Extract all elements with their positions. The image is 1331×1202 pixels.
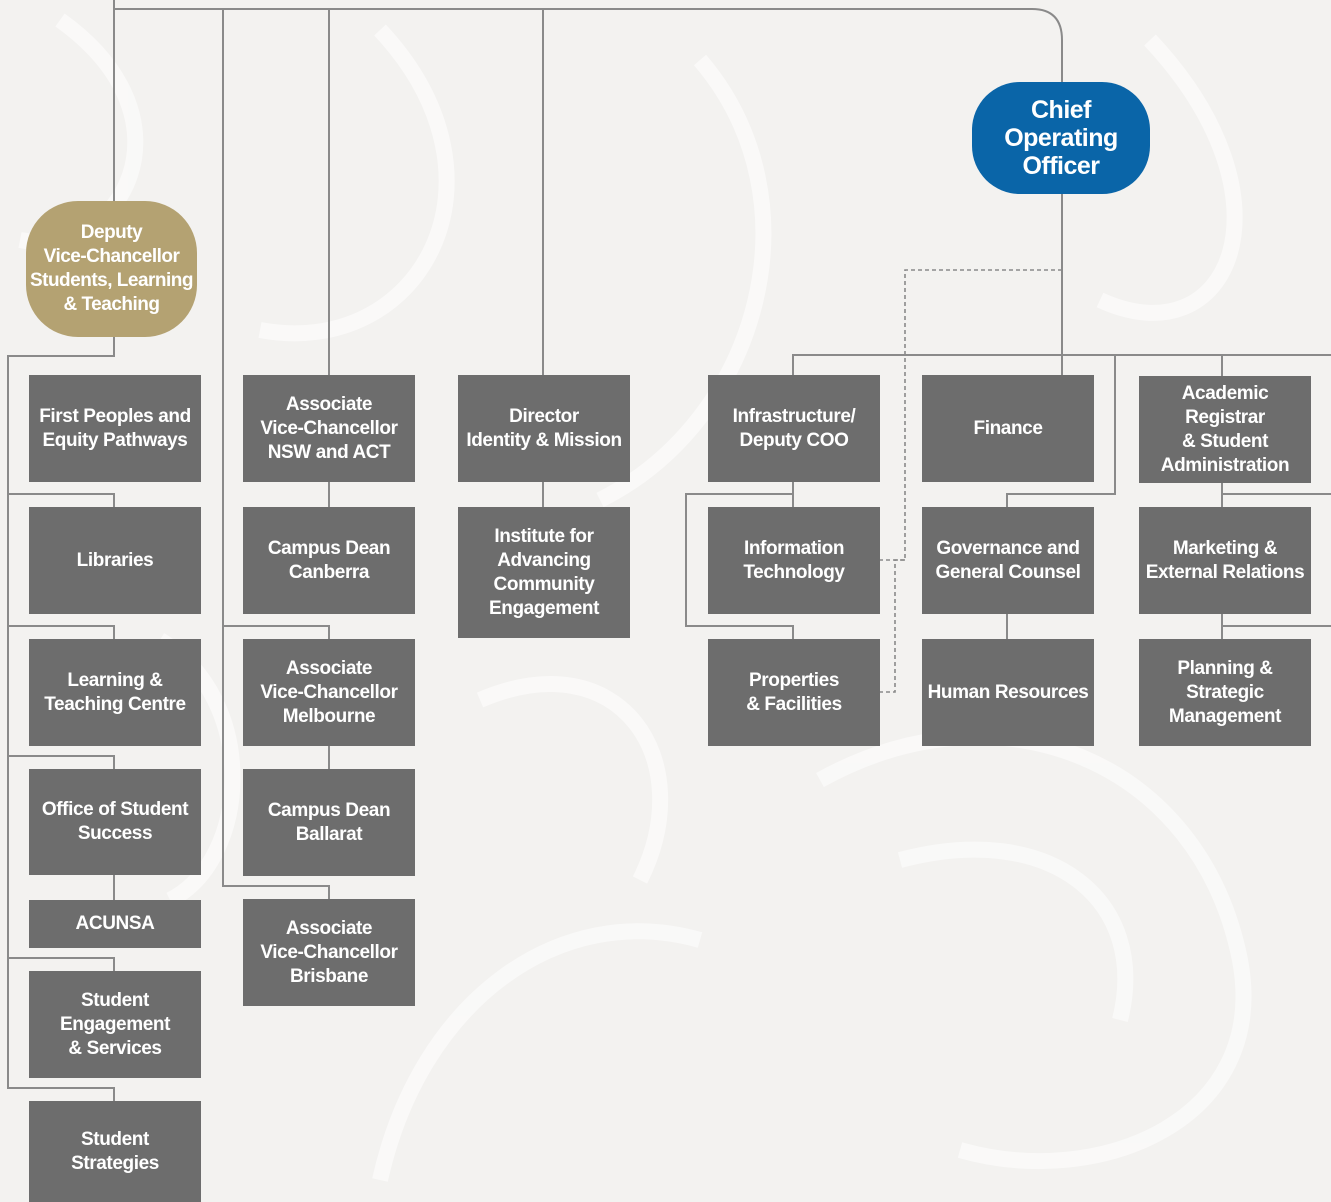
unit-campus-dean-canberra: Campus Dean Canberra bbox=[243, 507, 415, 614]
unit-office-student-success: Office of Student Success bbox=[29, 769, 201, 875]
unit-acunsa: ACUNSA bbox=[29, 900, 201, 948]
chief-operating-officer-node: Chief Operating Officer bbox=[972, 82, 1150, 194]
unit-campus-dean-ballarat: Campus Dean Ballarat bbox=[243, 769, 415, 876]
unit-libraries: Libraries bbox=[29, 507, 201, 614]
unit-student-strategies: Student Strategies bbox=[29, 1101, 201, 1202]
unit-marketing-external-relations: Marketing & External Relations bbox=[1139, 507, 1311, 614]
dvc-column-connector bbox=[7, 337, 115, 1101]
unit-avc-melbourne: Associate Vice-Chancellor Melbourne bbox=[243, 639, 415, 746]
unit-governance-general-counsel: Governance and General Counsel bbox=[922, 507, 1094, 614]
unit-director-identity-mission: Director Identity & Mission bbox=[458, 375, 630, 482]
unit-student-engagement: Student Engagement & Services bbox=[29, 971, 201, 1078]
unit-human-resources: Human Resources bbox=[922, 639, 1094, 746]
unit-infrastructure-deputy-coo: Infrastructure/ Deputy COO bbox=[708, 375, 880, 482]
unit-learning-teaching-centre: Learning & Teaching Centre bbox=[29, 639, 201, 746]
unit-planning-strategic-management: Planning & Strategic Management bbox=[1139, 639, 1311, 746]
unit-information-technology: Information Technology bbox=[708, 507, 880, 614]
deputy-vice-chancellor-node: Deputy Vice-Chancellor Students, Learnin… bbox=[26, 201, 197, 337]
unit-finance: Finance bbox=[922, 375, 1094, 482]
top-connector-bus bbox=[113, 0, 1063, 82]
unit-avc-brisbane: Associate Vice-Chancellor Brisbane bbox=[243, 899, 415, 1006]
unit-avc-nsw-act: Associate Vice-Chancellor NSW and ACT bbox=[243, 375, 415, 482]
unit-first-peoples: First Peoples and Equity Pathways bbox=[29, 375, 201, 482]
unit-institute-community-engagement: Institute for Advancing Community Engage… bbox=[458, 507, 630, 638]
unit-properties-facilities: Properties & Facilities bbox=[708, 639, 880, 746]
dashed-reporting-line bbox=[880, 269, 1062, 561]
unit-academic-registrar: Academic Registrar & Student Administrat… bbox=[1139, 376, 1311, 483]
